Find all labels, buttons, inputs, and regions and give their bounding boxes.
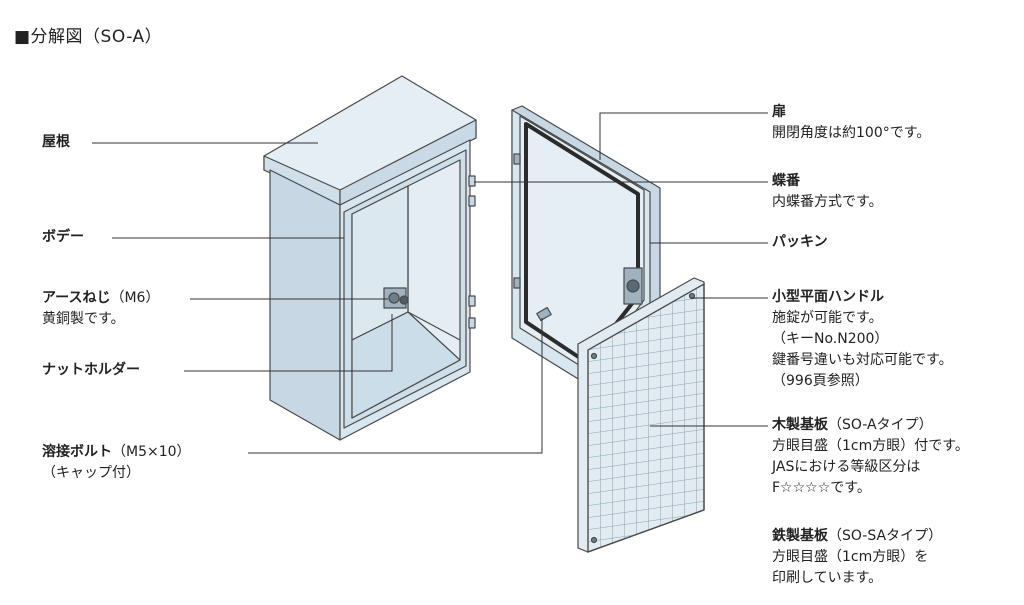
label-roof: 屋根 [42,134,70,150]
leader-lines [92,112,768,454]
mounting-board [577,277,705,553]
label-weld-bolt: 溶接ボルト（M5×10） （キャップ付） [42,444,191,481]
label-steel-board: 鉄製基板（SO-SAタイプ） 方眼目盛（1cm方眼）を 印刷しています。 [772,528,943,586]
weld-bolt [536,306,552,322]
flat-handle [623,267,643,305]
label-wood-board: 木製基板（SO-Aタイプ） 方眼目盛（1cm方眼）付です。 JASにおける等級区… [772,417,969,496]
label-door: 扉 開閉角度は約100°です。 [772,104,931,141]
label-nut-holder: ナットホルダー [42,362,140,378]
label-earth-screw: アースねじ（M6） 黄銅製です。 [42,290,160,327]
label-body: ボデー [42,229,84,245]
label-packing: パッキン [772,234,828,250]
page-title: ■分解図（SO-A） [14,27,163,47]
label-handle: 小型平面ハンドル 施錠が可能です。 （キーNo.N200） 鍵番号違いも対応可能… [772,289,953,389]
cabinet-body [263,75,477,441]
cabinet-door [511,105,661,391]
label-hinge: 蝶番 内蝶番方式です。 [772,173,883,210]
